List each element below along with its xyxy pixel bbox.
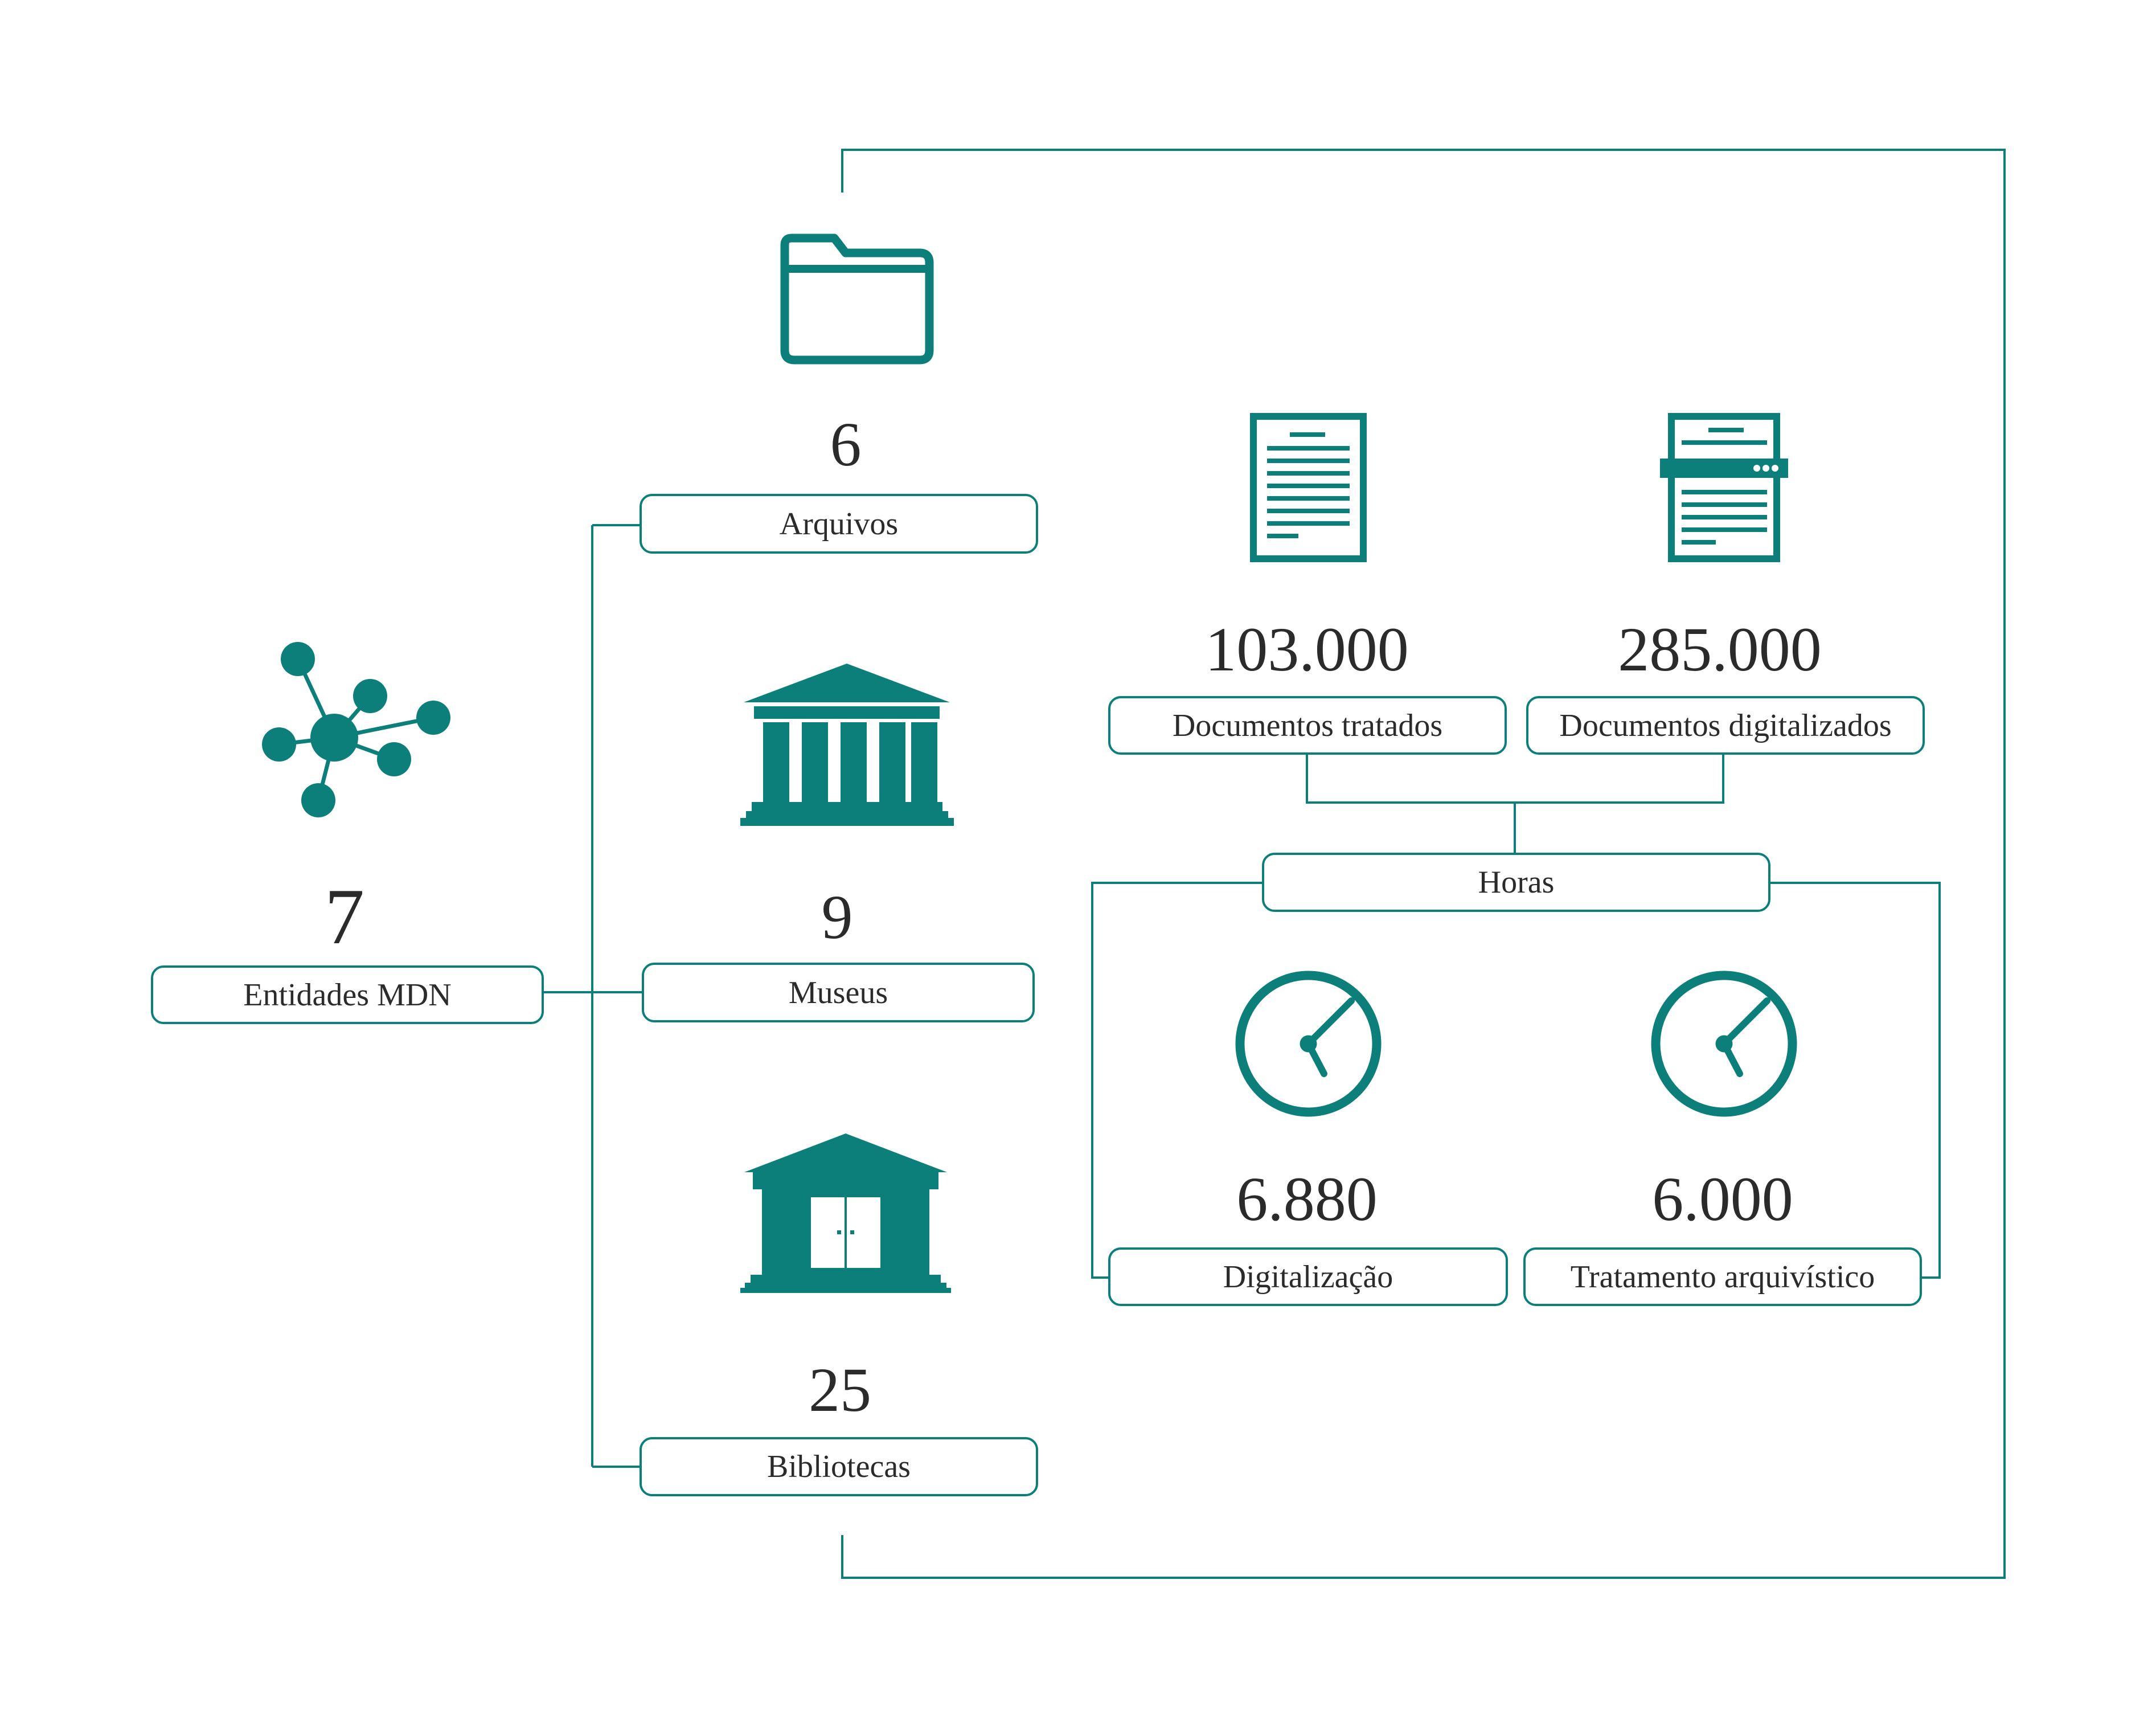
library-icon — [740, 1133, 951, 1293]
arquivos-value: 6 — [830, 410, 862, 479]
documentos-tratados-label-box: Documentos tratados — [1108, 696, 1507, 755]
documents-merge-line — [1306, 753, 1724, 804]
horas-label-box: Horas — [1262, 853, 1770, 912]
museus-value: 9 — [821, 882, 853, 952]
network-icon — [259, 635, 453, 823]
arquivos-label-box: Arquivos — [640, 494, 1038, 554]
clock-icon — [1649, 968, 1800, 1119]
museum-icon — [740, 664, 954, 826]
folder-icon — [780, 234, 934, 365]
bibliotecas-value: 25 — [809, 1355, 871, 1425]
tratamento-value: 6.000 — [1652, 1164, 1793, 1234]
bibliotecas-label-box: Bibliotecas — [640, 1437, 1038, 1496]
outer-bracket-line — [841, 149, 2006, 1579]
scanner-icon — [1660, 413, 1788, 562]
tratamento-label-box: Tratamento arquivístico — [1523, 1247, 1922, 1306]
documentos-tratados-value: 103.000 — [1205, 615, 1409, 684]
documentos-digitalizados-value: 285.000 — [1618, 615, 1822, 684]
clock-icon — [1233, 968, 1384, 1119]
document-icon — [1250, 413, 1367, 562]
documentos-digitalizados-label-box: Documentos digitalizados — [1526, 696, 1925, 755]
digitalizacao-label-box: Digitalização — [1108, 1247, 1508, 1306]
museus-label-box: Museus — [642, 963, 1035, 1022]
horas-left-bracket — [1091, 882, 1262, 1279]
entities-value: 7 — [325, 873, 364, 961]
horas-right-bracket — [1770, 882, 1941, 1279]
digitalizacao-value: 6.880 — [1236, 1164, 1378, 1234]
entities-label-box: Entidades MDN — [151, 965, 544, 1024]
